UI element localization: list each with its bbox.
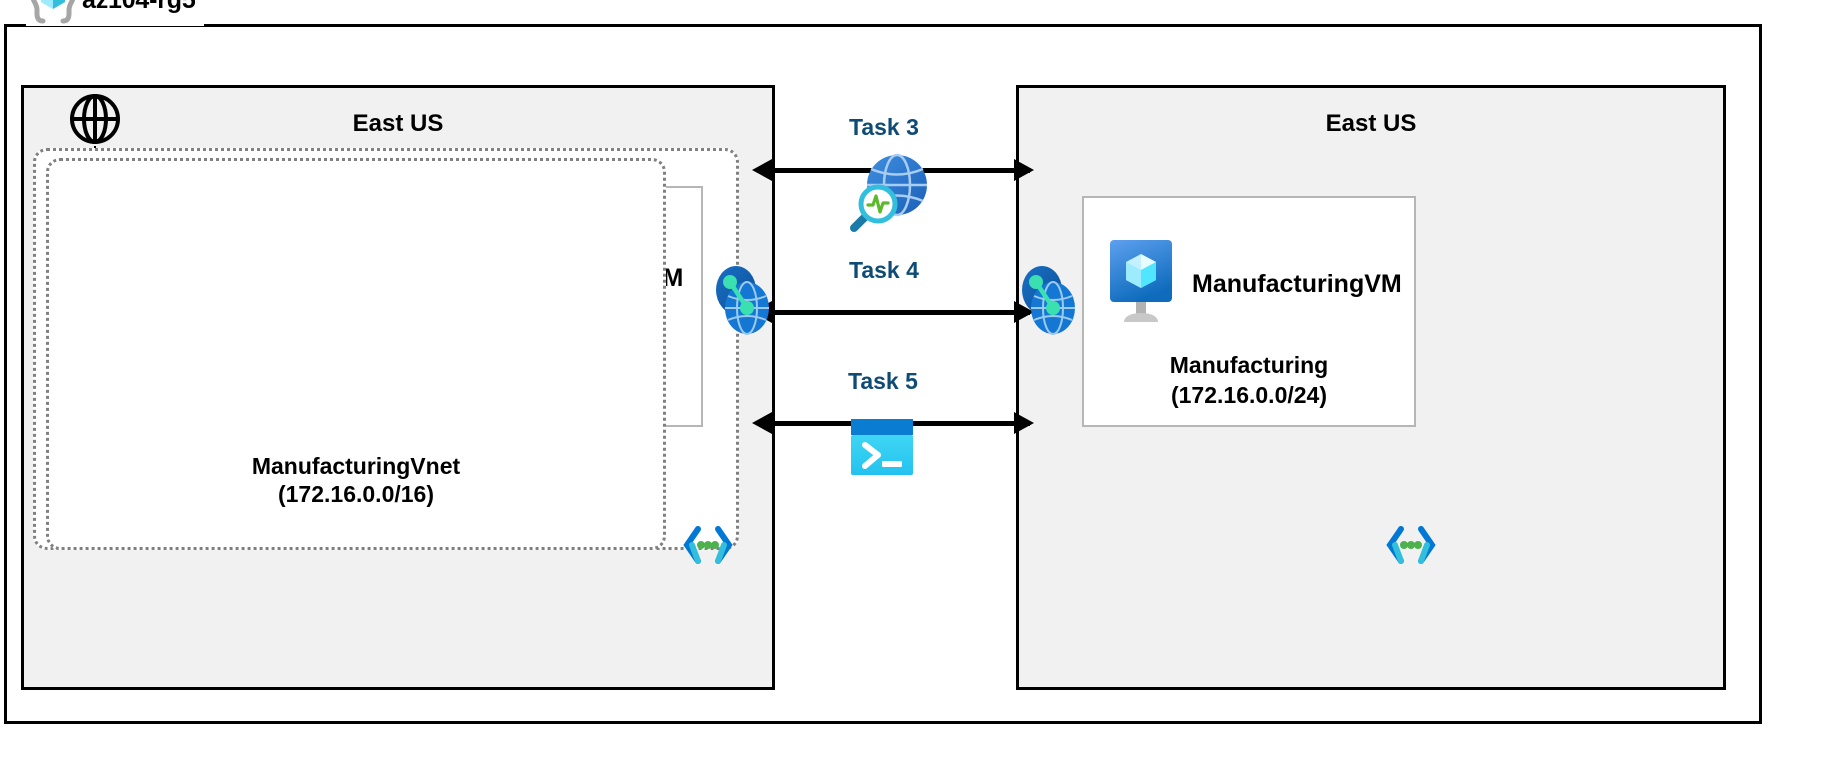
task-label-4: Task 4 [849,257,919,283]
resource-group-name: az104-rg5 [82,0,196,15]
globe-icon [68,92,122,151]
subnet-manufacturing-name: Manufacturing [1169,352,1329,379]
resource-group-container [4,24,1762,724]
vnet-peering-icon [1017,262,1079,343]
region-label-left: East US [352,110,444,137]
task-label-3: Task 3 [849,114,919,140]
task5-arrowhead-right [1014,412,1034,434]
vm-manufacturingvm: ManufacturingVM [1104,238,1402,331]
azure-resource-group-icon [30,0,76,29]
subnet-manufacturing-cidr: (172.16.0.0/24) [1170,382,1327,409]
task3-arrowhead-right [1014,159,1034,181]
vnet-manufacturing: ManufacturingVnet (172.16.0.0/16) [46,158,666,550]
region-label-right: East US [1325,110,1417,137]
subnet-code-icon [682,524,734,571]
subnet-code-icon [1385,524,1437,571]
resource-group-header: az104-rg5 [26,0,204,26]
virtual-machine-icon [1104,238,1178,331]
task3-arrowhead-left [752,159,772,181]
task4-connector-line [772,310,1030,315]
network-watcher-icon [840,152,932,239]
task5-arrowhead-left [752,412,772,434]
vnet-manufacturing-name: ManufacturingVnet [251,452,461,479]
subnet-manufacturing-label: Manufacturing (172.16.0.0/24) [1084,351,1414,411]
task-label-5: Task 5 [848,368,918,394]
vnet-manufacturing-label: ManufacturingVnet (172.16.0.0/16) [49,452,663,510]
vnet-peering-icon [711,262,773,343]
vm-manufacturingvm-name: ManufacturingVM [1192,270,1402,298]
cloud-shell-icon [849,417,915,484]
vnet-manufacturing-cidr: (172.16.0.0/16) [277,481,434,508]
